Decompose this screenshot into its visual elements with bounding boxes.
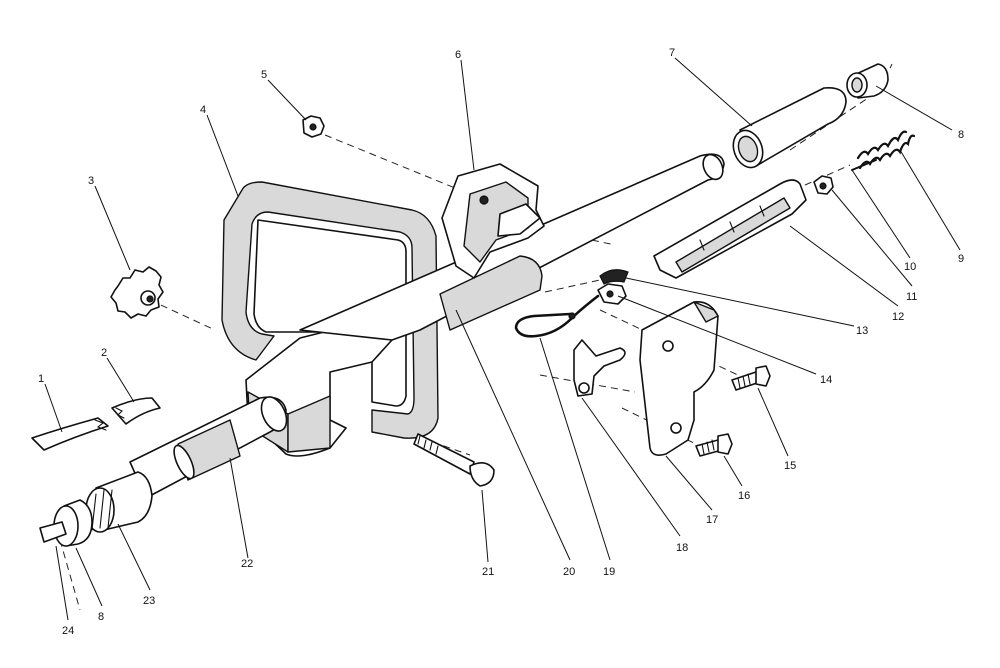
part-24-shaft-tip — [39, 521, 67, 543]
part-14-switch — [597, 283, 627, 305]
callout-4: 4 — [200, 104, 206, 116]
callout-19: 19 — [603, 566, 615, 578]
part-3-knob — [110, 266, 164, 319]
callout-12: 12 — [892, 311, 904, 323]
callout-23: 23 — [143, 595, 155, 607]
callout-8: 8 — [958, 129, 964, 141]
callout-24: 24 — [62, 625, 74, 637]
part-10-rod — [851, 159, 877, 171]
part-22-lower-tube — [129, 396, 288, 499]
callout-labels: 1 2 3 4 5 6 7 8 9 10 11 12 13 14 15 16 1… — [38, 47, 964, 637]
callout-13: 13 — [856, 325, 868, 337]
callout-15: 15 — [784, 460, 796, 472]
part-7-grip-sleeve — [732, 86, 847, 169]
part-5-nut — [302, 115, 325, 138]
callout-22: 22 — [241, 558, 253, 570]
callout-21: 21 — [482, 566, 494, 578]
part-20-main-tube — [299, 153, 725, 341]
part-1-shield-half — [31, 417, 109, 451]
callout-7: 7 — [669, 47, 675, 59]
callout-9: 9 — [958, 253, 964, 265]
callout-17: 17 — [706, 514, 718, 526]
callout-20: 20 — [563, 566, 575, 578]
part-23-coupling — [85, 471, 153, 533]
callout-1: 1 — [38, 373, 44, 385]
part-17-side-plate — [639, 300, 719, 456]
part-6-throttle-housing — [441, 163, 545, 279]
part-8-end-cap — [846, 63, 889, 99]
part-11-bushing — [813, 175, 834, 195]
callout-6: 6 — [455, 49, 461, 61]
callout-8-lower: 8 — [98, 611, 104, 623]
callout-16: 16 — [738, 490, 750, 502]
part-18-trigger — [573, 339, 626, 397]
callout-14: 14 — [820, 374, 832, 386]
callout-2: 2 — [101, 347, 107, 359]
part-15-bolt — [731, 365, 771, 391]
callout-10: 10 — [904, 261, 916, 273]
part-2-shield-half — [111, 397, 161, 425]
part-12-bracket — [653, 179, 807, 279]
part-19-wire — [514, 294, 600, 338]
part-16-bolt — [695, 433, 733, 457]
callout-11: 11 — [906, 291, 917, 303]
part-13-clip — [599, 269, 629, 285]
callout-3: 3 — [88, 175, 94, 187]
part-21-carriage-bolt — [413, 433, 495, 487]
callout-18: 18 — [676, 542, 688, 554]
callout-5: 5 — [261, 69, 267, 81]
callout-leaders — [44, 57, 961, 621]
part-9-spring — [856, 130, 916, 170]
